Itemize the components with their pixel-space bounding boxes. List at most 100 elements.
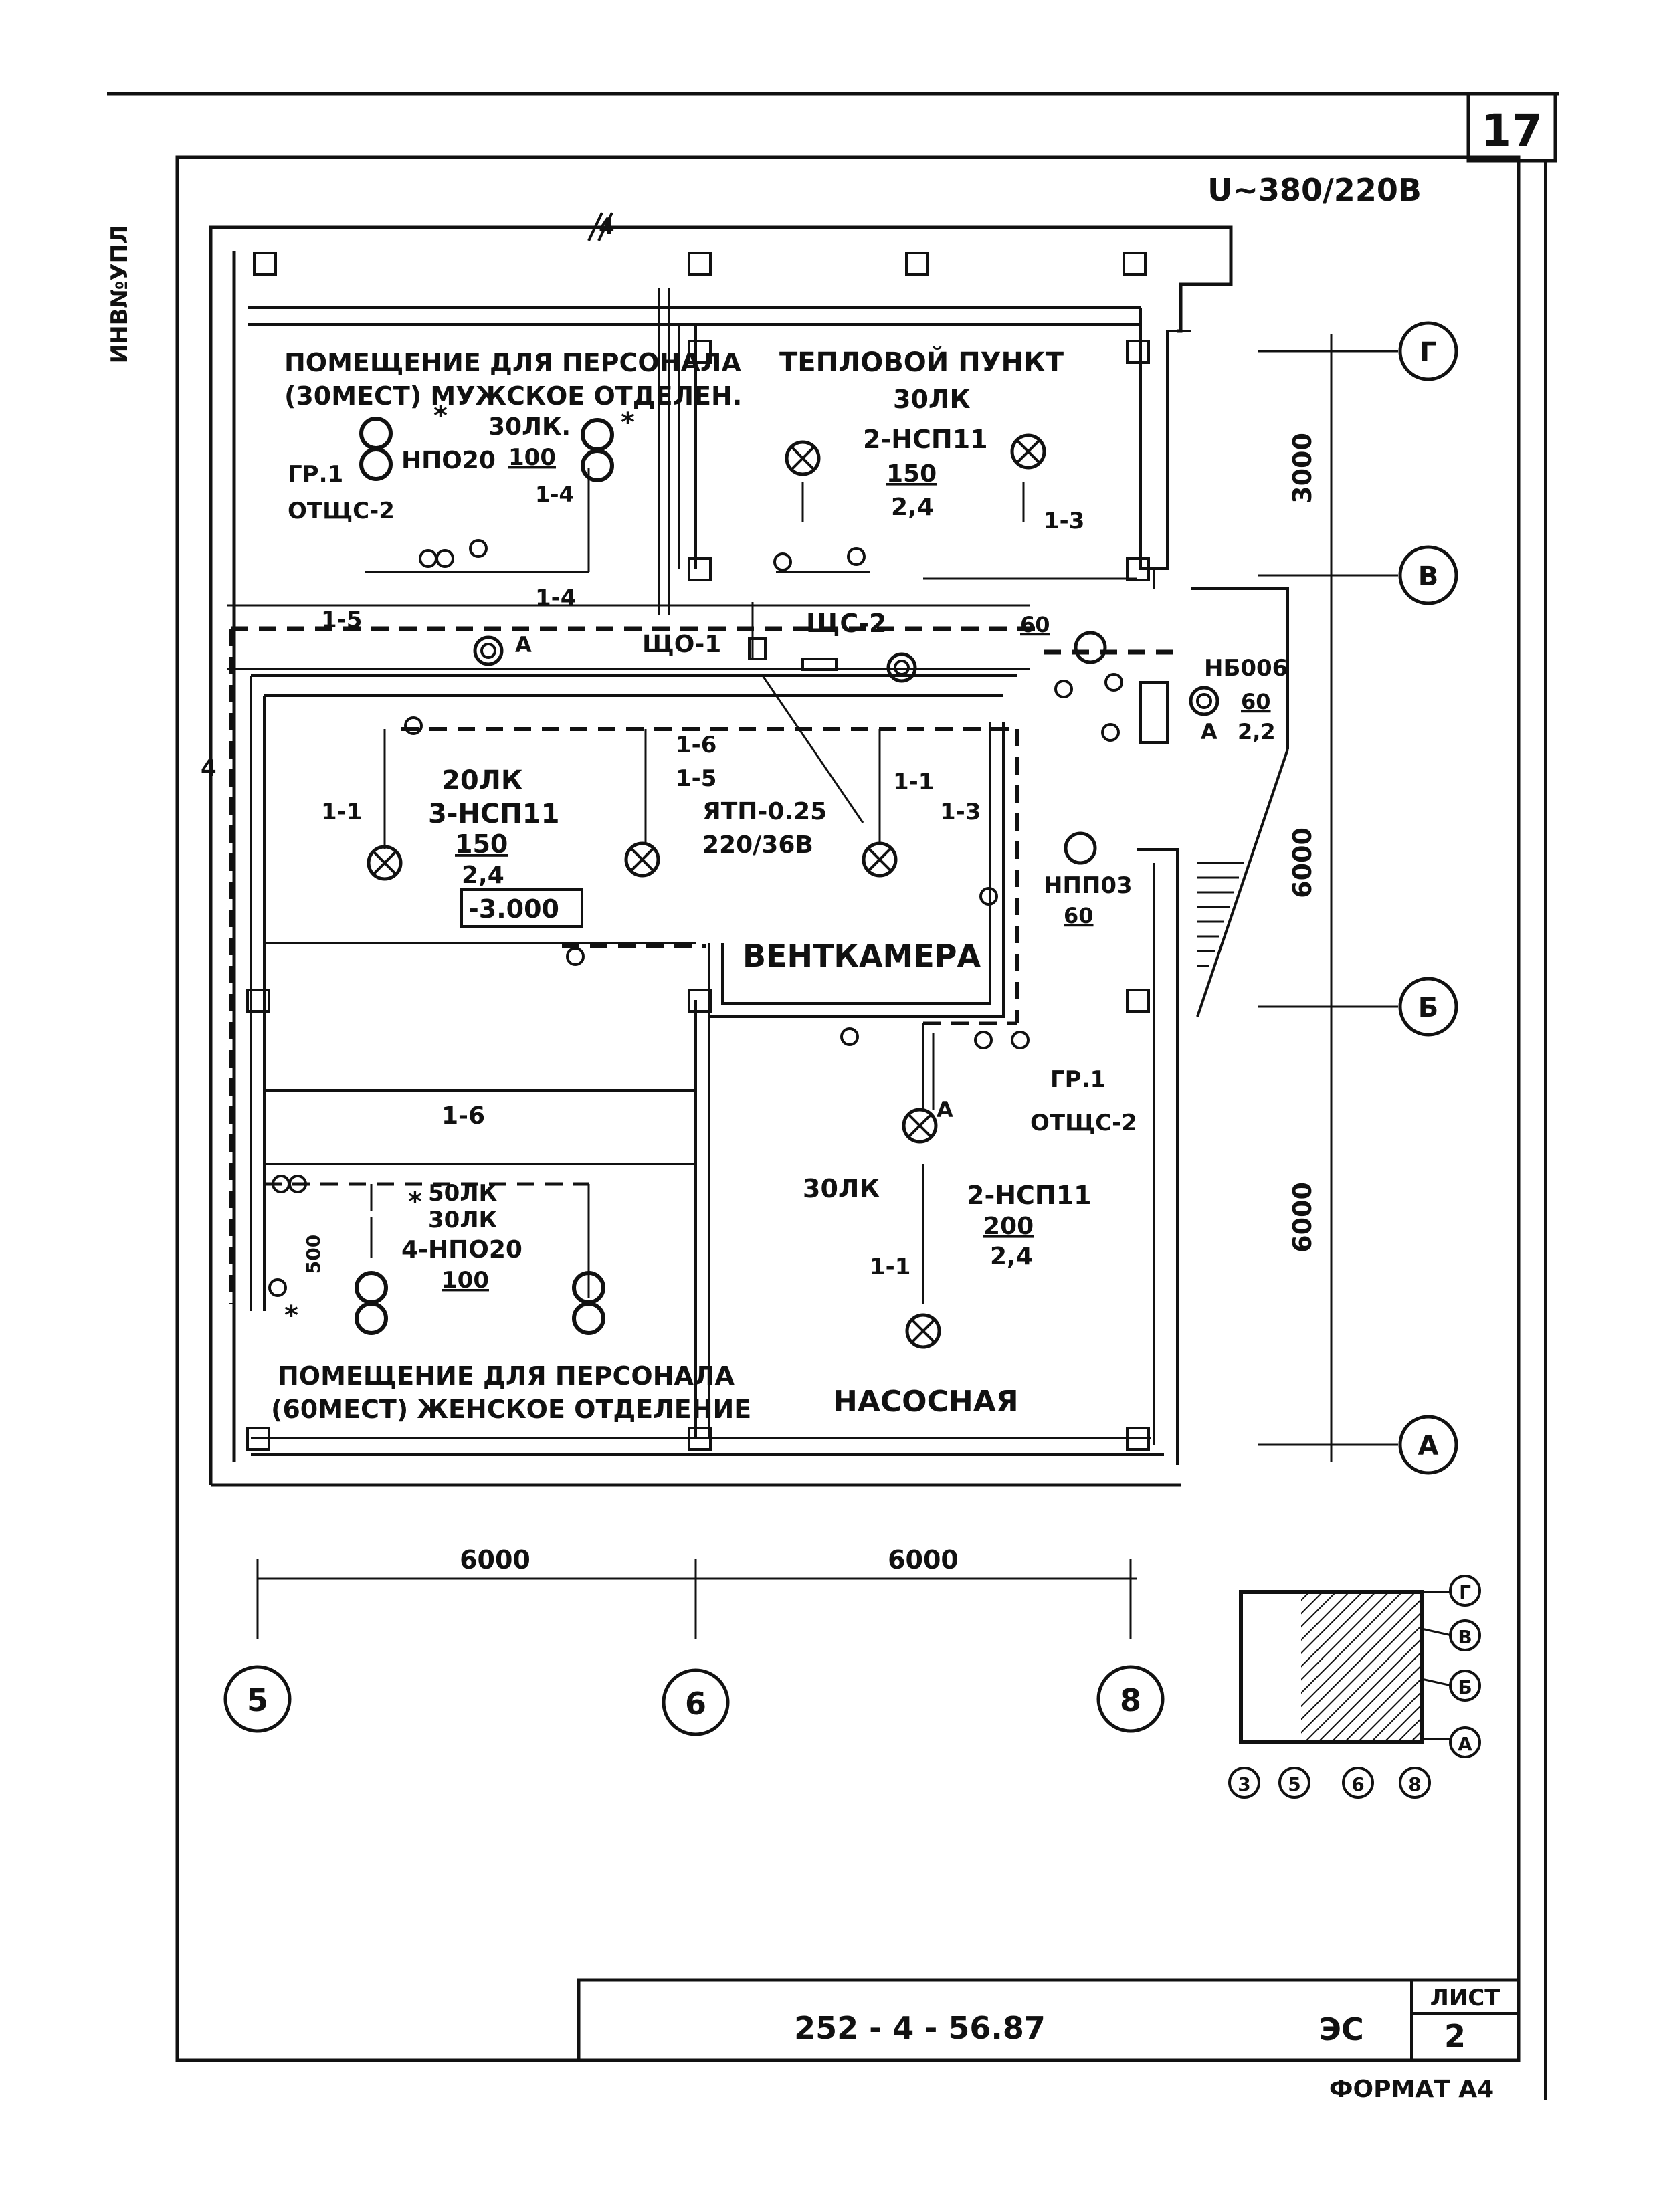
key-row-g bbox=[1449, 1575, 1481, 1607]
panel-shch-o1: ЩО-1 bbox=[642, 631, 721, 658]
pump-power: 200 bbox=[983, 1213, 1034, 1240]
transformer-label: ЯТП-0.25 bbox=[702, 798, 827, 825]
heat-point-lamp-spec: 2-НСП11 bbox=[863, 425, 988, 454]
line-1-6-vent: 1-6 bbox=[676, 732, 716, 759]
line-1-3-heat: 1-3 bbox=[1044, 508, 1084, 534]
wall-mark-left: 4 bbox=[201, 755, 217, 782]
female-room-star-1: * bbox=[408, 1187, 422, 1217]
lamp-vent-1 bbox=[367, 845, 403, 881]
male-room-star-1: * bbox=[433, 401, 448, 431]
fixture-npo20-female-left bbox=[355, 1271, 388, 1335]
nb006-power: 60 bbox=[1241, 689, 1271, 714]
lamp-pump-1 bbox=[902, 1108, 938, 1144]
vent-level-box bbox=[460, 888, 583, 928]
nb006-height: 2,2 bbox=[1238, 719, 1276, 744]
dim-6000-lower: 6000 bbox=[1288, 1182, 1317, 1253]
male-room-power: 100 bbox=[508, 444, 556, 471]
male-room-group: ГР.1 bbox=[288, 461, 343, 488]
dim-6000-upper: 6000 bbox=[1288, 827, 1317, 898]
building-walls bbox=[209, 212, 1289, 1487]
luminaires bbox=[355, 417, 1219, 1349]
vent-height: 2,4 bbox=[462, 862, 504, 889]
key-col-8-label: 8 bbox=[1408, 1773, 1421, 1795]
lamp-corridor-top bbox=[1074, 631, 1107, 664]
female-room-dim: 500 bbox=[302, 1235, 324, 1274]
title-block-section: ЭС bbox=[1319, 2011, 1364, 2047]
female-room-lux2: 30ЛК bbox=[428, 1207, 498, 1233]
axis-col-5-label: 5 bbox=[247, 1682, 268, 1718]
vent-power: 150 bbox=[455, 829, 508, 859]
pump-group: ГР.1 bbox=[1050, 1066, 1106, 1093]
female-room-star-2: * bbox=[284, 1300, 298, 1331]
cable-routes bbox=[229, 288, 1177, 1304]
npp03-power: 60 bbox=[1064, 903, 1094, 928]
vent-lux: 20ЛК bbox=[442, 765, 523, 796]
key-row-a-label: А bbox=[1458, 1733, 1472, 1755]
axis-row-b bbox=[1398, 977, 1458, 1037]
line-1-1-vent-2: 1-1 bbox=[893, 769, 934, 795]
nb006-label: НБ006 bbox=[1204, 655, 1288, 682]
axis-row-v-label: В bbox=[1418, 561, 1439, 592]
pump-panel: ОТЩС-2 bbox=[1030, 1110, 1137, 1136]
line-1-3-vent: 1-3 bbox=[940, 799, 981, 825]
key-col-3 bbox=[1228, 1767, 1260, 1799]
side-stamp: ИНВ№УПЛ bbox=[106, 225, 133, 364]
staircase bbox=[1196, 748, 1289, 1017]
female-room-lux1: 50ЛК bbox=[428, 1180, 498, 1207]
female-room-line2: (60МЕСТ) ЖЕНСКОЕ ОТДЕЛЕНИЕ bbox=[271, 1395, 751, 1424]
mark-a-nb006: А bbox=[1201, 719, 1217, 744]
key-row-b bbox=[1449, 1670, 1481, 1702]
heat-point-title: ТЕПЛОВОЙ ПУНКТ bbox=[779, 346, 1064, 378]
key-col-3-label: 3 bbox=[1238, 1773, 1250, 1795]
axis-row-g-label: Г bbox=[1420, 337, 1437, 368]
fixture-npo20-male-right bbox=[581, 418, 614, 482]
axis-col-8-label: 8 bbox=[1120, 1682, 1141, 1718]
pump-lamp-spec: 2-НСП11 bbox=[967, 1181, 1092, 1210]
axis-col-8 bbox=[1096, 1665, 1165, 1733]
female-room-lamp-spec: 4-НПО20 bbox=[401, 1236, 522, 1264]
female-room-line1: ПОМЕЩЕНИЕ ДЛЯ ПЕРСОНАЛА bbox=[278, 1361, 735, 1391]
key-col-5-label: 5 bbox=[1288, 1773, 1300, 1795]
male-room-star-2: * bbox=[621, 407, 635, 438]
pump-lux: 30ЛК bbox=[803, 1174, 880, 1203]
axis-row-g bbox=[1398, 321, 1458, 381]
key-row-g-label: Г bbox=[1459, 1581, 1471, 1603]
title-block bbox=[577, 1978, 1521, 2062]
mark-a-pump: А bbox=[937, 1097, 953, 1122]
dim-6000-left: 6000 bbox=[460, 1545, 530, 1575]
lamp-a-corridor-inner bbox=[480, 643, 496, 659]
page-number: 17 bbox=[1481, 105, 1543, 157]
line-1-5-corridor: 1-5 bbox=[321, 607, 362, 633]
key-col-6 bbox=[1342, 1767, 1374, 1799]
axis-col-6 bbox=[662, 1668, 730, 1736]
key-row-a bbox=[1449, 1726, 1481, 1758]
lamp-corridor-2 bbox=[886, 652, 917, 683]
line-1-5-vent: 1-5 bbox=[676, 765, 716, 792]
male-room-line1: ПОМЕЩЕНИЕ ДЛЯ ПЕРСОНАЛА bbox=[284, 348, 741, 377]
title-block-code: 252 - 4 - 56.87 bbox=[794, 2010, 1046, 2046]
vent-name: ВЕНТКАМЕРА bbox=[743, 938, 981, 974]
axis-lines bbox=[256, 334, 1398, 1639]
vent-level: -3.000 bbox=[468, 894, 559, 924]
lamp-a-corridor bbox=[473, 635, 504, 666]
dim-6000-right: 6000 bbox=[888, 1545, 959, 1575]
axis-row-a bbox=[1398, 1415, 1458, 1475]
lamp-nb006-inner bbox=[1196, 693, 1212, 709]
key-col-5 bbox=[1278, 1767, 1310, 1799]
male-room-lux: 30ЛК. bbox=[488, 413, 571, 441]
axis-row-v bbox=[1398, 545, 1458, 605]
line-1-4-male: 1-4 bbox=[535, 482, 574, 507]
key-col-8 bbox=[1399, 1767, 1431, 1799]
heat-point-lux: 30ЛК bbox=[893, 385, 971, 414]
panel-shch-s2: ЩС-2 bbox=[806, 609, 886, 638]
voltage-label: U~380/220В bbox=[1207, 172, 1422, 208]
axis-col-5 bbox=[223, 1665, 292, 1733]
line-1-4-corridor: 1-4 bbox=[535, 585, 576, 611]
lamp-pump-2 bbox=[905, 1313, 941, 1349]
transformer-voltage: 220/36В bbox=[702, 831, 813, 859]
wall-mark-top: 4 bbox=[599, 213, 615, 240]
pump-name: НАСОСНАЯ bbox=[833, 1385, 1019, 1419]
axis-col-6-label: 6 bbox=[685, 1686, 706, 1722]
lamp-nb006 bbox=[1189, 686, 1219, 716]
